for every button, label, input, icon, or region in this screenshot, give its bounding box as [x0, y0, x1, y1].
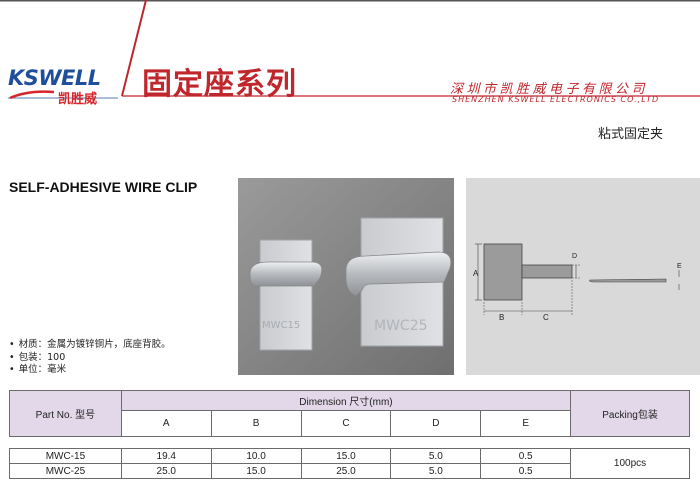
row-value-e: 0.5	[480, 463, 572, 479]
dimension-drawing: A B C D E	[466, 178, 700, 375]
logo-swoosh-icon	[9, 90, 55, 100]
drawing-tab	[521, 264, 573, 279]
row-value-e: 0.5	[480, 448, 572, 464]
product-photo: MWC15 MWC25	[238, 178, 454, 375]
row-value-b: 15.0	[210, 463, 302, 479]
small-clip-plate	[259, 239, 313, 351]
table-row: MWC-15 19.4 10.0 15.0 5.0 0.5 100pcs	[9, 448, 690, 479]
row-part: MWC-25	[9, 463, 122, 479]
table-gap-row	[9, 436, 690, 449]
row-value-c: 15.0	[300, 448, 392, 464]
spec-list: 材质：金属为镀锌铜片，底座背胶。 包装：100 单位：毫米	[9, 339, 171, 377]
dim-label-a: A	[473, 269, 479, 278]
top-border-line	[0, 0, 700, 2]
company-name-cn: 深圳市凯胜威电子有限公司	[450, 82, 649, 97]
packing-header: Packing包装	[570, 390, 690, 437]
header-divider-graphic	[8, 0, 700, 99]
col-header-e: E	[480, 410, 572, 437]
row-value-d: 5.0	[390, 463, 482, 479]
table-subheader-row: A B C D E	[10, 410, 690, 437]
logo-brand-cn: 凯胜威	[58, 92, 98, 107]
row-value-b: 10.0	[210, 448, 302, 464]
packing-value: 100pcs	[570, 448, 690, 479]
logo-brand-en: KSWELL	[8, 66, 101, 90]
dim-label-d: D	[572, 253, 577, 260]
drawing-side-view	[589, 278, 667, 283]
row-value-a: 19.4	[120, 448, 212, 464]
small-clip-label: MWC15	[262, 320, 300, 331]
large-clip-strap	[345, 251, 452, 297]
row-value-a: 25.0	[120, 463, 212, 479]
col-header-c: C	[300, 410, 392, 437]
row-part: MWC-15	[9, 448, 122, 464]
row-value-d: 5.0	[390, 448, 482, 464]
part-no-header: Part No. 型号	[9, 390, 122, 437]
small-clip-strap	[249, 261, 323, 287]
dim-label-b: B	[499, 313, 504, 322]
drawing-base-plate	[483, 243, 523, 301]
table-header-row: Part No. 型号 Dimension 尺寸(mm) Packing包装	[9, 390, 690, 437]
spec-packing: 包装：100	[9, 352, 171, 365]
dim-label-e: E	[677, 263, 682, 270]
col-header-b: B	[210, 410, 302, 437]
company-name-en: SHENZHEN KSWELL ELECTRONICS CO.,LTD	[452, 95, 660, 104]
col-header-d: D	[390, 410, 482, 437]
dimension-header: Dimension 尺寸(mm)	[120, 390, 572, 411]
col-header-a: A	[120, 410, 212, 437]
product-name-en: SELF-ADHESIVE WIRE CLIP	[9, 179, 198, 195]
large-clip-label: MWC25	[374, 318, 428, 334]
product-name-cn: 粘式固定夹	[598, 127, 664, 142]
spec-material: 材质：金属为镀锌铜片，底座背胶。	[9, 339, 171, 352]
series-title: 固定座系列	[142, 67, 297, 102]
kswell-logo: KSWELL 凯胜威	[8, 66, 118, 116]
row-value-c: 25.0	[300, 463, 392, 479]
table-row: MWC-25 25.0 15.0 25.0 5.0 0.5	[9, 463, 690, 479]
spec-unit: 单位：毫米	[9, 364, 171, 377]
spec-table: Part No. 型号 Dimension 尺寸(mm) Packing包装 A…	[9, 390, 690, 479]
dim-label-c: C	[543, 313, 549, 322]
